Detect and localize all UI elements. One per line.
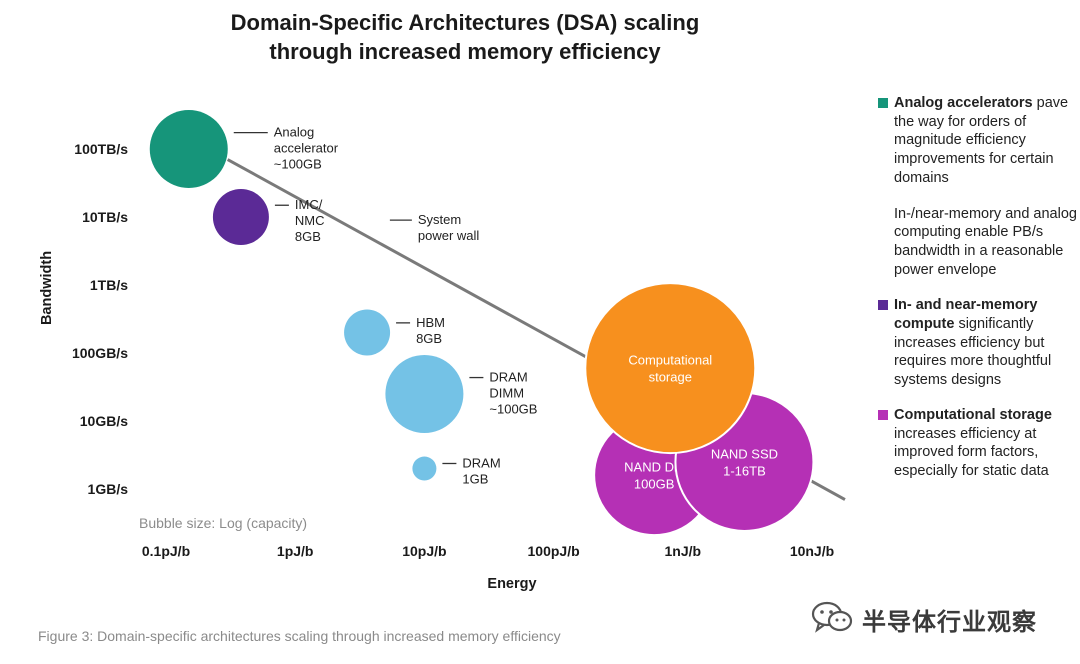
bubble-analog-accelerator [149,110,228,188]
x-tick-label: 10nJ/b [790,543,834,559]
bubble-label: DRAM [489,370,527,385]
x-tick-label: 100pJ/b [528,543,580,559]
chart: Analogaccelerator~100GBIMC/NMC8GBHBM8GBD… [39,110,846,592]
y-tick-label: 100GB/s [72,345,128,361]
power-wall-label: System [418,212,461,227]
bubble-label: NAND Die [624,460,684,475]
legend-swatch [878,409,888,420]
legend-note: In-/near-memory and analog computing ena… [894,205,1077,278]
y-tick-label: 10GB/s [80,413,128,429]
x-tick-label: 1nJ/b [665,543,702,559]
bubble-label: Computational [628,353,712,368]
legend-item-bold: In- and near-memory compute [894,297,1038,333]
bubble-label: accelerator [274,141,339,156]
bubble-dram [412,456,437,481]
legend-swatch [878,300,888,311]
bubble-label: DRAM [462,455,500,470]
legend-swatch [878,98,888,108]
bubble-label: 100GB [634,477,674,492]
bubble-computational-storage [584,282,757,455]
bubble-hbm [344,309,391,356]
bubble-dram-dimm [385,354,464,433]
figure-caption: Figure 3: Domain-specific architectures … [38,628,561,644]
bubble-label: DIMM [489,386,524,401]
power-wall-label: power wall [418,228,480,243]
bubble-size-note: Bubble size: Log (capacity) [139,515,307,531]
x-tick-label: 0.1pJ/b [142,543,190,559]
y-tick-label: 10TB/s [82,209,128,225]
bubble-label: NMC [295,213,325,228]
legend: Analog accelerators pave the way for ord… [878,94,1078,481]
y-tick-label: 100TB/s [74,141,128,157]
legend-item-bold: Analog accelerators [894,95,1033,111]
x-tick-label: 1pJ/b [277,543,314,559]
bubble-imc-nmc [212,189,269,245]
chart-title-line-1: Domain-Specific Architectures (DSA) scal… [230,10,700,35]
chart-title: Domain-Specific Architectures (DSA) scal… [180,8,750,66]
bubble-label: 1-16TB [723,463,766,478]
watermark-text: 半导体行业观察 [862,608,1037,636]
chart-title-line-2: through increased memory efficiency [269,39,661,64]
bubble-label: IMC/ [295,197,323,212]
legend-item-computational-storage: Computational storage increases efficien… [878,406,1078,481]
y-tick-label: 1GB/s [88,481,129,497]
y-tick-label: 1TB/s [90,277,128,293]
bubble-label: ~100GB [489,402,537,417]
bubble-label: storage [649,370,692,385]
x-axis-label: Energy [487,576,536,592]
bubble-label: ~100GB [274,157,322,172]
bubble-label: Analog [274,125,314,140]
y-axis-label: Bandwidth [39,251,55,325]
x-tick-label: 10pJ/b [402,543,446,559]
watermark: 半导体行业观察 [806,596,1056,640]
legend-item-bold: Computational storage [894,406,1052,423]
bubble-label: 8GB [295,229,321,244]
legend-item-text: significantly increases efficiency but r… [894,316,1052,389]
legend-item-in-memory: In- and near-memory compute significantl… [878,296,1078,390]
bubble-label: 1GB [462,471,488,486]
bubble-label: 8GB [416,331,442,346]
bubble-label: NAND SSD [711,446,778,461]
legend-item-text: increases efficiency at improved form fa… [894,425,1049,479]
wechat-icon [811,601,853,633]
legend-item-text: pave the way for orders of magnitude eff… [894,95,1069,186]
bubble-label: HBM [416,315,445,330]
legend-item-analog: Analog accelerators pave the way for ord… [878,94,1078,188]
